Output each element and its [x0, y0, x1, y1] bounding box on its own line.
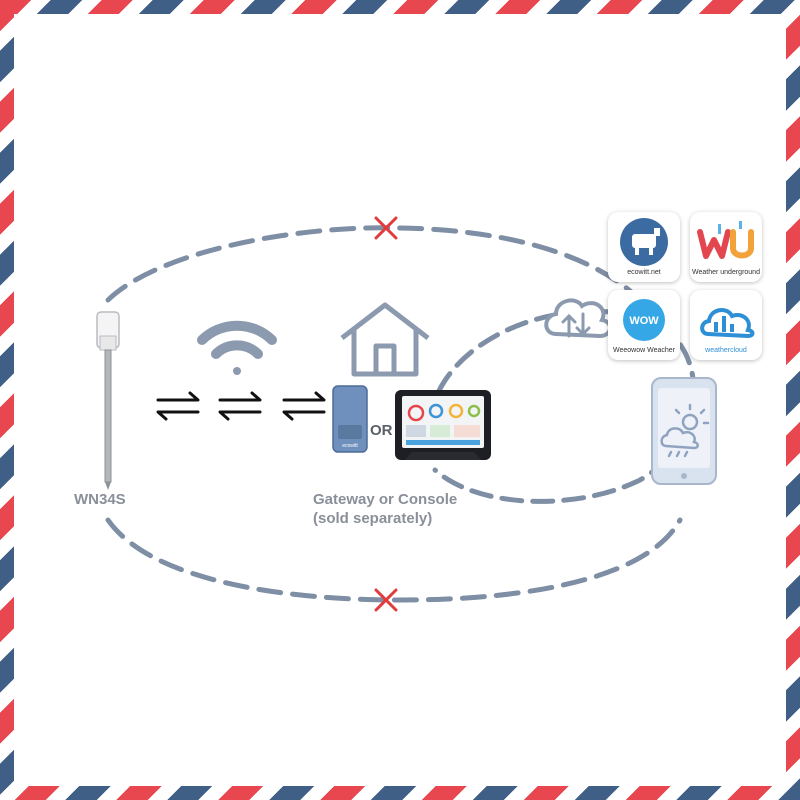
- bottom-cross-icon: [374, 588, 398, 612]
- service-caption: Weather underground: [692, 269, 760, 276]
- bottom-dashed-link: [105, 517, 683, 603]
- cloud-upload-icon: [544, 298, 612, 339]
- hub-caption-line2: (sold separately): [313, 510, 433, 527]
- service-tile-wow: Weeowow Weacher: [608, 290, 680, 360]
- service-tile-ecowitt: ecowitt.net: [608, 212, 680, 282]
- service-caption: weathercloud: [705, 347, 747, 354]
- wifi-icon: [197, 320, 277, 375]
- wn34s-sensor-icon: [96, 311, 120, 490]
- hub-caption-line1: Gateway or Console: [313, 491, 458, 508]
- weather-app-icon: [660, 403, 710, 458]
- service-tile-weather-underground: Weather underground: [690, 212, 762, 282]
- or-label: OR: [370, 422, 393, 439]
- service-caption: Weeowow Weacher: [613, 347, 675, 354]
- top-dashed-link: [105, 225, 643, 303]
- gateway-device-icon: ecowitt: [332, 385, 368, 453]
- sensor-label: WN34S: [74, 491, 126, 508]
- exchange-arrows-icon-2: [218, 391, 262, 421]
- exchange-arrows-icon-1: [156, 391, 200, 421]
- svg-text:ecowitt: ecowitt: [342, 443, 358, 449]
- service-tile-weathercloud: weathercloud: [690, 290, 762, 360]
- console-device-icon: [395, 390, 491, 460]
- service-caption: ecowitt.net: [627, 269, 661, 276]
- exchange-arrows-icon-3: [282, 391, 326, 421]
- house-icon: [340, 302, 430, 377]
- smartphone-icon: [651, 377, 717, 485]
- top-cross-icon: [374, 216, 398, 240]
